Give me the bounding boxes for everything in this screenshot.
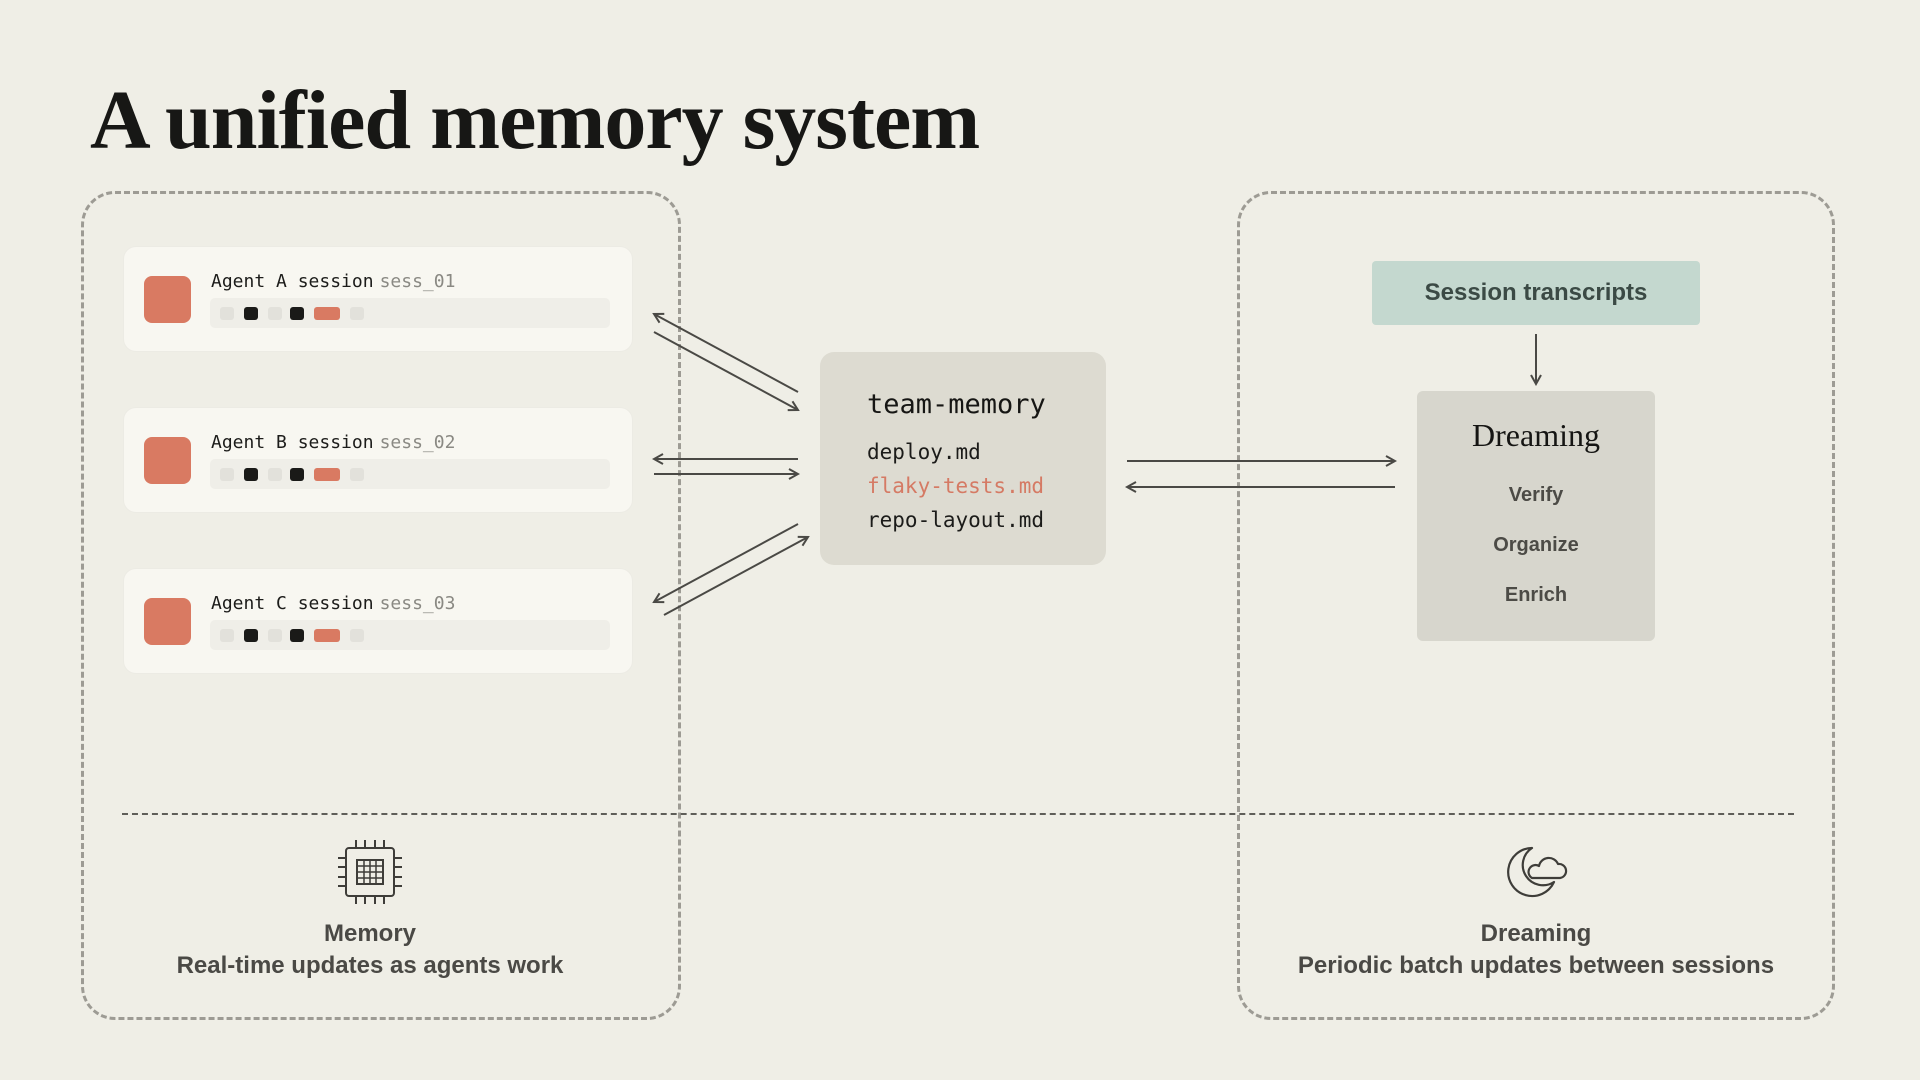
activity-pill bbox=[290, 468, 304, 481]
activity-pill bbox=[244, 307, 258, 320]
section-divider bbox=[122, 813, 1794, 815]
activity-pill bbox=[350, 468, 364, 481]
activity-pill bbox=[268, 307, 282, 320]
agent-avatar bbox=[144, 437, 191, 484]
dreaming-footer-subtitle: Periodic batch updates between sessions bbox=[1297, 952, 1775, 979]
activity-pill bbox=[314, 468, 340, 481]
activity-pill bbox=[244, 629, 258, 642]
activity-track bbox=[210, 298, 610, 328]
memory-footer-subtitle: Real-time updates as agents work bbox=[176, 952, 564, 979]
activity-pill bbox=[350, 629, 364, 642]
session-id: sess_02 bbox=[379, 432, 456, 453]
activity-pill bbox=[220, 307, 234, 320]
activity-pill bbox=[268, 629, 282, 642]
agent-avatar bbox=[144, 598, 191, 645]
dreaming-panel bbox=[1237, 191, 1835, 1020]
activity-pill bbox=[220, 468, 234, 481]
activity-pill bbox=[244, 468, 258, 481]
dreaming-step-organize: Organize bbox=[1493, 534, 1579, 556]
session-transcripts-box: Session transcripts bbox=[1372, 261, 1700, 325]
dreaming-footer-title: Dreaming bbox=[1480, 920, 1592, 947]
memory-footer-title: Memory bbox=[323, 920, 417, 947]
dreaming-step-verify: Verify bbox=[1508, 484, 1564, 506]
arrow-from-agent-c bbox=[663, 537, 808, 616]
activity-pill bbox=[290, 307, 304, 320]
activity-pill bbox=[314, 629, 340, 642]
dreaming-box: Dreaming Verify Organize Enrich bbox=[1417, 391, 1655, 641]
memory-file: deploy.md bbox=[867, 440, 981, 464]
activity-pill bbox=[268, 468, 282, 481]
activity-pill bbox=[350, 307, 364, 320]
team-memory-box: team-memory deploy.md flaky-tests.md rep… bbox=[820, 352, 1106, 565]
activity-pill bbox=[220, 629, 234, 642]
agent-avatar bbox=[144, 276, 191, 323]
session-id: sess_03 bbox=[379, 593, 456, 614]
memory-file: repo-layout.md bbox=[867, 508, 1045, 532]
activity-track bbox=[210, 620, 610, 650]
session-id: sess_01 bbox=[379, 271, 456, 292]
moon-cloud-icon bbox=[1507, 846, 1568, 898]
dreaming-step-enrich: Enrich bbox=[1504, 584, 1568, 606]
session-transcripts-label: Session transcripts bbox=[1424, 279, 1648, 306]
activity-track bbox=[210, 459, 610, 489]
chip-icon bbox=[338, 840, 402, 904]
activity-pill bbox=[314, 307, 340, 320]
dreaming-title: Dreaming bbox=[1472, 417, 1600, 453]
team-memory-title: team-memory bbox=[867, 389, 1046, 420]
activity-pill bbox=[290, 629, 304, 642]
page-title: A unified memory system bbox=[90, 74, 980, 167]
memory-file-highlighted: flaky-tests.md bbox=[867, 474, 1045, 498]
